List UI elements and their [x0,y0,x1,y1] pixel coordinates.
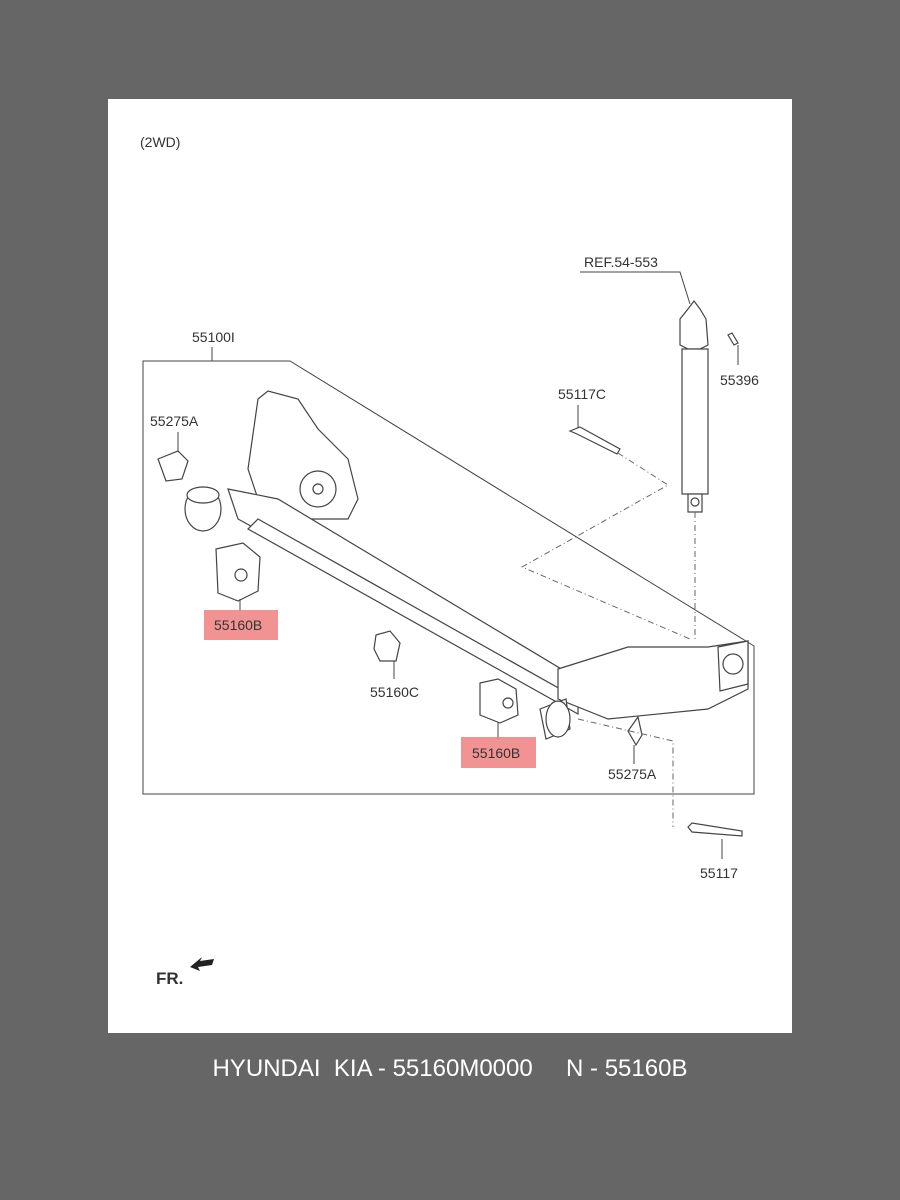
label-55117: 55117 [700,865,738,881]
washer-left-shape [157,450,189,482]
ref-leader-line [580,271,691,305]
shock-absorber [679,300,709,513]
bolt-55117C-shape [568,426,621,455]
bushing-right-shape [479,678,519,724]
label-55275A-right: 55275A [608,766,657,782]
highlight-bushing-right [461,737,536,768]
highlight-bushing-left [204,610,278,640]
stopper-shape [373,630,401,662]
label-55100I: 55100I [192,329,235,345]
label-55160B-right[interactable]: 55160B [472,745,520,761]
variant-label: (2WD) [140,134,180,150]
torsion-beam-axle [184,390,749,740]
ref-label: REF.54-553 [584,254,658,270]
bolt-55396-shape [727,332,739,346]
bushing-left-shape [215,542,261,602]
part-number-caption: HYUNDAI KIA - 55160M0000 N - 55160B [212,1055,688,1082]
washer-right-shape [627,715,643,747]
label-55160C: 55160C [370,684,419,700]
diagram-panel: (2WD) REF.54-553 55396 55117C 55100I 552… [108,99,792,1033]
front-arrow-icon [190,957,214,971]
bolt-55117-shape [687,822,743,837]
label-55275A-left: 55275A [150,413,199,429]
label-55160B-left[interactable]: 55160B [214,617,262,633]
rear-axle-parts-diagram: (2WD) REF.54-553 55396 55117C 55100I 552… [140,134,759,988]
label-55117C: 55117C [558,386,606,402]
front-indicator-label: FR. [156,969,183,988]
label-55396: 55396 [720,372,759,388]
assembly-outline [142,360,755,795]
